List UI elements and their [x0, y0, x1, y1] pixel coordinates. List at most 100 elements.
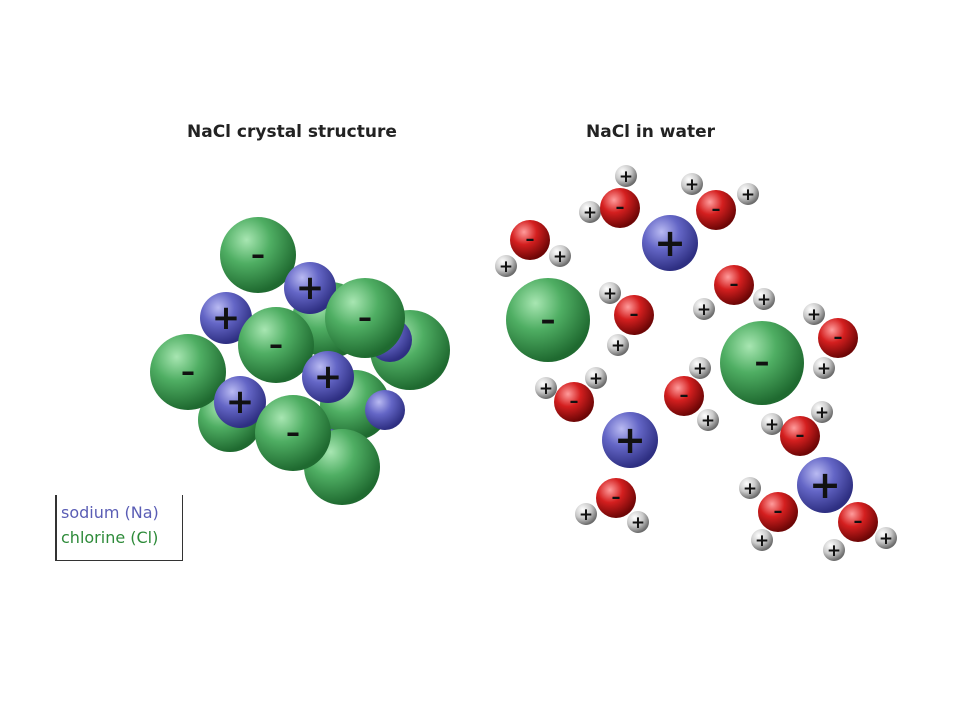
crystal-lattice	[150, 217, 450, 505]
oxygen-atom	[614, 295, 654, 335]
plus-charge-label: +	[654, 221, 686, 265]
hydrogen-atom	[627, 511, 649, 533]
hydrogen-charge: +	[697, 300, 711, 320]
hydrogen-atom	[599, 282, 621, 304]
legend-sodium: sodium (Na)	[61, 503, 159, 522]
plus-charge-label: +	[614, 418, 646, 462]
hydrogen-charge: +	[757, 290, 771, 310]
minus-charge-label: –	[269, 328, 283, 361]
chloride-ion	[255, 395, 331, 471]
oxygen-charge: –	[712, 199, 721, 220]
sodium-ion	[602, 412, 658, 468]
hydrogen-atom	[693, 298, 715, 320]
hydrogen-charge: +	[619, 167, 633, 187]
nacl-in-water-title: NaCl in water	[586, 122, 715, 142]
hydrogen-charge: +	[755, 531, 769, 551]
hydrogen-charge: +	[743, 479, 757, 499]
hydrogen-atom	[579, 201, 601, 223]
sodium-ion	[302, 351, 354, 403]
oxygen-atom	[596, 478, 636, 518]
crystal-structure-title: NaCl crystal structure	[187, 122, 397, 142]
hydrogen-charge: +	[611, 336, 625, 356]
oxygen-charge: –	[796, 425, 805, 446]
hydrogen-charge: +	[631, 513, 645, 533]
minus-charge-label: –	[251, 238, 265, 271]
oxygen-atom	[664, 376, 704, 416]
water-molecule: ++–	[575, 478, 649, 533]
oxygen-charge: –	[526, 229, 535, 250]
sodium-ion	[284, 262, 336, 314]
hydrogen-atom	[751, 529, 773, 551]
chloride-ion	[325, 278, 405, 358]
hydrogen-atom	[823, 539, 845, 561]
hydrogen-atom	[585, 367, 607, 389]
hydrogen-charge: +	[539, 379, 553, 399]
oxygen-charge: –	[834, 327, 843, 348]
oxygen-atom	[780, 416, 820, 456]
hydrogen-atom	[737, 183, 759, 205]
hydrogen-charge: +	[827, 541, 841, 561]
hydrogen-atom	[761, 413, 783, 435]
hydrogen-atom	[615, 165, 637, 187]
water-molecule: + +–	[693, 265, 775, 320]
hydrogen-charge: +	[499, 257, 513, 277]
oxygen-charge: –	[630, 304, 639, 325]
oxygen-atom	[838, 502, 878, 542]
sodium-ion	[642, 215, 698, 271]
minus-charge-label: –	[541, 303, 556, 338]
hydrogen-charge: +	[701, 411, 715, 431]
water-molecule: ++–	[579, 165, 640, 228]
hydrogen-charge: +	[553, 247, 567, 267]
oxygen-charge: –	[854, 511, 863, 532]
oxygen-charge: –	[730, 274, 739, 295]
hydrogen-atom	[811, 401, 833, 423]
oxygen-atom	[554, 382, 594, 422]
oxygen-atom	[758, 492, 798, 532]
minus-charge-label: –	[358, 301, 372, 334]
hydrogen-atom	[697, 409, 719, 431]
water-molecule: ++–	[681, 173, 759, 230]
minus-charge-label: –	[181, 355, 195, 388]
oxygen-atom	[600, 188, 640, 228]
water-molecule: + +–	[599, 282, 654, 356]
oxygen-charge: –	[774, 501, 783, 522]
oxygen-atom	[818, 318, 858, 358]
hydrogen-charge: +	[583, 203, 597, 223]
plus-charge-label: +	[314, 357, 343, 397]
legend: sodium (Na) chlorine (Cl)	[55, 495, 183, 561]
water-molecule: + +–	[535, 367, 607, 422]
hydrogen-charge: +	[807, 305, 821, 325]
hydrogen-atom	[875, 527, 897, 549]
water-molecules: ++–++–++–++–++–++–++–++–++–++–++–++–	[495, 165, 897, 561]
oxygen-charge: –	[616, 197, 625, 218]
sodium-ion-back	[365, 390, 405, 430]
hydrogen-atom	[495, 255, 517, 277]
hydrogen-atom	[575, 503, 597, 525]
hydrogen-charge: +	[685, 175, 699, 195]
hydrogen-charge: +	[765, 415, 779, 435]
minus-charge-label: –	[286, 416, 300, 449]
plus-charge-label: +	[226, 382, 255, 422]
sodium-ion	[200, 292, 252, 344]
oxygen-atom	[510, 220, 550, 260]
hydrogen-atom	[689, 357, 711, 379]
water-molecule: + +–	[823, 502, 897, 561]
hydrogen-atom	[535, 377, 557, 399]
hydrogen-charge: +	[589, 369, 603, 389]
hydrogen-charge: +	[693, 359, 707, 379]
oxygen-charge: –	[680, 385, 689, 406]
hydrogen-charge: +	[879, 529, 893, 549]
oxygen-charge: –	[570, 391, 579, 412]
hydrogen-atom	[739, 477, 761, 499]
minus-charge-label: –	[755, 345, 770, 380]
hydrogen-charge: +	[603, 284, 617, 304]
sodium-ion	[797, 457, 853, 513]
hydrogen-atom	[803, 303, 825, 325]
dissolved-ions	[506, 215, 853, 513]
hydrogen-atom	[607, 334, 629, 356]
chloride-ion	[506, 278, 590, 362]
hydrogen-atom	[549, 245, 571, 267]
hydrogen-atom	[753, 288, 775, 310]
charge-labels: –++–––++–––+++	[181, 221, 841, 507]
